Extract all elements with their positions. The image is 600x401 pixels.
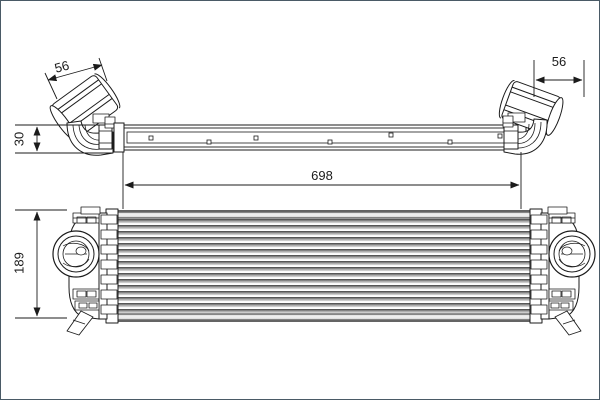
- dimension-front-view-height: [15, 209, 67, 319]
- dimension-label-30: 30: [12, 132, 27, 146]
- dimension-label-189: 189: [12, 252, 27, 274]
- dimension-top-right-inlet-width: [533, 60, 585, 97]
- top-view-bar-body: [113, 122, 527, 153]
- dimension-label-56-right: 56: [552, 54, 566, 69]
- right-side-tank: [529, 206, 596, 336]
- front-view: 189: [12, 206, 596, 336]
- dimension-overall-length: [122, 152, 522, 209]
- core-fin-pack: [117, 212, 531, 320]
- left-side-tank: [52, 206, 119, 336]
- top-view: 56 56 30 698: [12, 54, 585, 209]
- dimension-label-698: 698: [311, 168, 333, 183]
- dimension-top-left-inlet-width: [44, 57, 108, 100]
- bar-mount-markers: [148, 132, 503, 145]
- right-port-flange: [548, 230, 596, 278]
- right-outlet-elbow: [498, 80, 564, 155]
- dimension-top-view-height: [15, 124, 113, 154]
- left-port-flange: [52, 230, 100, 278]
- dimension-label-56-left: 56: [53, 58, 71, 76]
- left-inlet-elbow: [49, 73, 121, 156]
